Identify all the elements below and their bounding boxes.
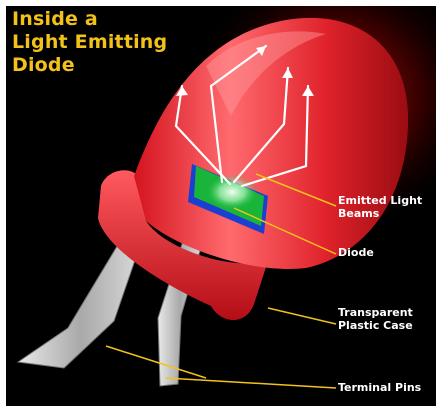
plastic-case-label-line-2: Plastic Case: [338, 319, 413, 332]
led-diagram: Inside a Light Emitting Diode Emitted Li…: [6, 6, 436, 406]
emitted-light-label-line-1: Emitted Light: [338, 194, 422, 207]
plastic-case-label: Transparent Plastic Case: [338, 306, 413, 332]
plastic-case-label-line-1: Transparent: [338, 306, 413, 319]
terminal-pins-label: Terminal Pins: [338, 381, 421, 394]
title-line-1: Inside a: [12, 8, 167, 31]
title-line-2: Light Emitting: [12, 31, 167, 54]
diagram-title: Inside a Light Emitting Diode: [12, 8, 167, 77]
diode-label: Diode: [338, 246, 374, 259]
emitted-light-label-line-2: Beams: [338, 207, 422, 220]
title-line-3: Diode: [12, 54, 167, 77]
emitted-light-label: Emitted Light Beams: [338, 194, 422, 220]
